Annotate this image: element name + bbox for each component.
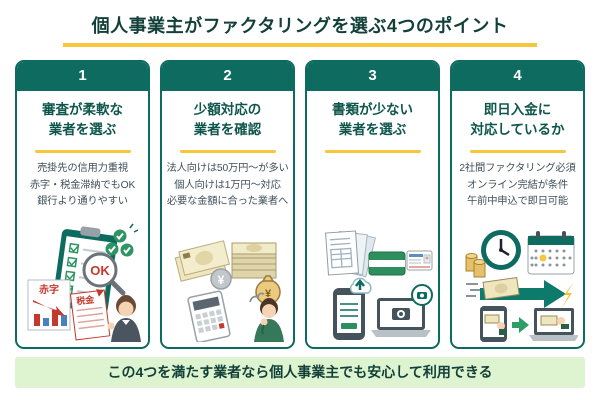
clock-icon <box>480 230 521 271</box>
point-card-3-title-line1: 書類が少ない <box>332 102 413 118</box>
point-card-4-title-line2: 対応しているか <box>470 121 565 137</box>
tax-label: 税金 <box>75 294 95 307</box>
description-line: 銀行より通りやすい <box>37 196 128 208</box>
point-card-2-title-line2: 業者を確認 <box>193 121 262 137</box>
description-line: オンライン完結が条件 <box>467 179 568 191</box>
checklist-inspection-illustration: OK 赤字 <box>17 222 148 347</box>
money-bag-icon: ¥ <box>254 275 281 306</box>
point-card-4-description: 2社間ファクタリング必須 オンライン完結が条件 午前中申込で即日可能 <box>452 161 583 212</box>
point-card-1-title: 審査が柔軟な 業者を選ぶ <box>17 100 148 139</box>
yellow-divider <box>324 149 421 153</box>
calendar-icon <box>527 231 574 275</box>
yellow-divider <box>34 149 131 153</box>
laptop-camera-icon <box>370 284 433 338</box>
check-circles-icon <box>105 223 138 257</box>
smartphone-upload-icon <box>332 278 372 341</box>
point-card-2-title-line1: 少額対応の <box>193 102 262 118</box>
description-line: 法人向けは50万円〜が多い <box>166 162 289 174</box>
bank-card-icon <box>368 251 405 276</box>
point-card-1-title-line2: 業者を選ぶ <box>48 121 117 137</box>
point-card-1-number: 1 <box>17 62 148 92</box>
point-card-4-title-line1: 即日入金に <box>483 102 552 118</box>
yellow-divider <box>469 149 566 153</box>
calculator-icon <box>186 290 231 343</box>
same-day-payment-illustration <box>452 222 583 347</box>
point-card-4-title: 即日入金に 対応しているか <box>452 100 583 139</box>
money-calculator-illustration: ¥ <box>162 222 293 347</box>
point-card-1-title-line1: 審査が柔軟な <box>42 102 123 118</box>
deficit-label: 赤字 <box>39 283 59 296</box>
magnifier-ok-icon: OK <box>82 252 125 296</box>
point-card-1-description: 売掛先の信用力重視 赤字・税金滞納でもOK 銀行より通りやすい <box>17 161 148 212</box>
ok-label: OK <box>90 263 110 278</box>
description-line: 午前中申込で即日可能 <box>467 196 568 208</box>
title-underline <box>63 43 537 48</box>
yen-bag-label: ¥ <box>264 288 271 300</box>
point-card-3-title-line2: 業者を選ぶ <box>338 121 407 137</box>
thinking-person-figure <box>248 292 284 343</box>
points-row: 1 審査が柔軟な 業者を選ぶ 売掛先の信用力重視 赤字・税金滞納でもOK 銀行よ… <box>15 60 585 350</box>
description-line: 2社間ファクタリング必須 <box>459 162 576 174</box>
point-card-2: 2 少額対応の 業者を確認 法人向けは50万円〜が多い 個人向けは1万円〜対応 … <box>160 60 295 350</box>
coins-icon <box>465 253 485 278</box>
point-card-2-number: 2 <box>162 62 293 92</box>
point-card-3: 3 書類が少ない 業者を選ぶ <box>305 60 440 350</box>
description-line: 売掛先の信用力重視 <box>37 162 128 174</box>
yen-coin-icon: ¥ <box>209 268 232 291</box>
point-card-4-number: 4 <box>452 62 583 92</box>
phone-payment-icon <box>479 306 507 343</box>
money-transfer-arrow-icon <box>465 277 566 309</box>
yen-coin-label: ¥ <box>217 273 224 287</box>
laptop-payment-icon <box>528 308 578 342</box>
point-card-3-title: 書類が少ない 業者を選ぶ <box>307 100 438 139</box>
bill-stack-icon <box>231 242 276 279</box>
point-card-2-description: 法人向けは50万円〜が多い 個人向けは1万円〜対応 必要な金額に合った業者へ <box>162 161 293 212</box>
documents-upload-illustration <box>307 222 438 347</box>
yellow-divider <box>179 149 276 153</box>
point-card-4: 4 即日入金に 対応しているか 2社間ファクタリング必須 オンライン完結が条件 … <box>450 60 585 350</box>
conclusion-banner: この4つを満たす業者なら個人事業主でも安心して利用できる <box>15 357 585 389</box>
yen-bills-icon <box>174 240 230 283</box>
document-stack-icon <box>324 230 376 278</box>
point-card-3-number: 3 <box>307 62 438 92</box>
tax-document-icon: 税金 <box>69 289 110 341</box>
description-line: 個人向けは1万円〜対応 <box>174 179 281 191</box>
description-line: 必要な金額に合った業者へ <box>166 196 289 208</box>
point-card-1: 1 審査が柔軟な 業者を選ぶ 売掛先の信用力重視 赤字・税金滞納でもOK 銀行よ… <box>15 60 150 350</box>
point-card-2-title: 少額対応の 業者を確認 <box>162 100 293 139</box>
transfer-small-arrow-icon <box>511 317 529 334</box>
page-title: 個人事業主がファクタリングを選ぶ4つのポイント <box>91 16 509 36</box>
businesswoman-figure <box>107 295 141 343</box>
description-line: 赤字・税金滞納でもOK <box>29 179 136 191</box>
id-card-icon <box>406 250 432 271</box>
deficit-document-icon: 赤字 <box>27 279 70 331</box>
